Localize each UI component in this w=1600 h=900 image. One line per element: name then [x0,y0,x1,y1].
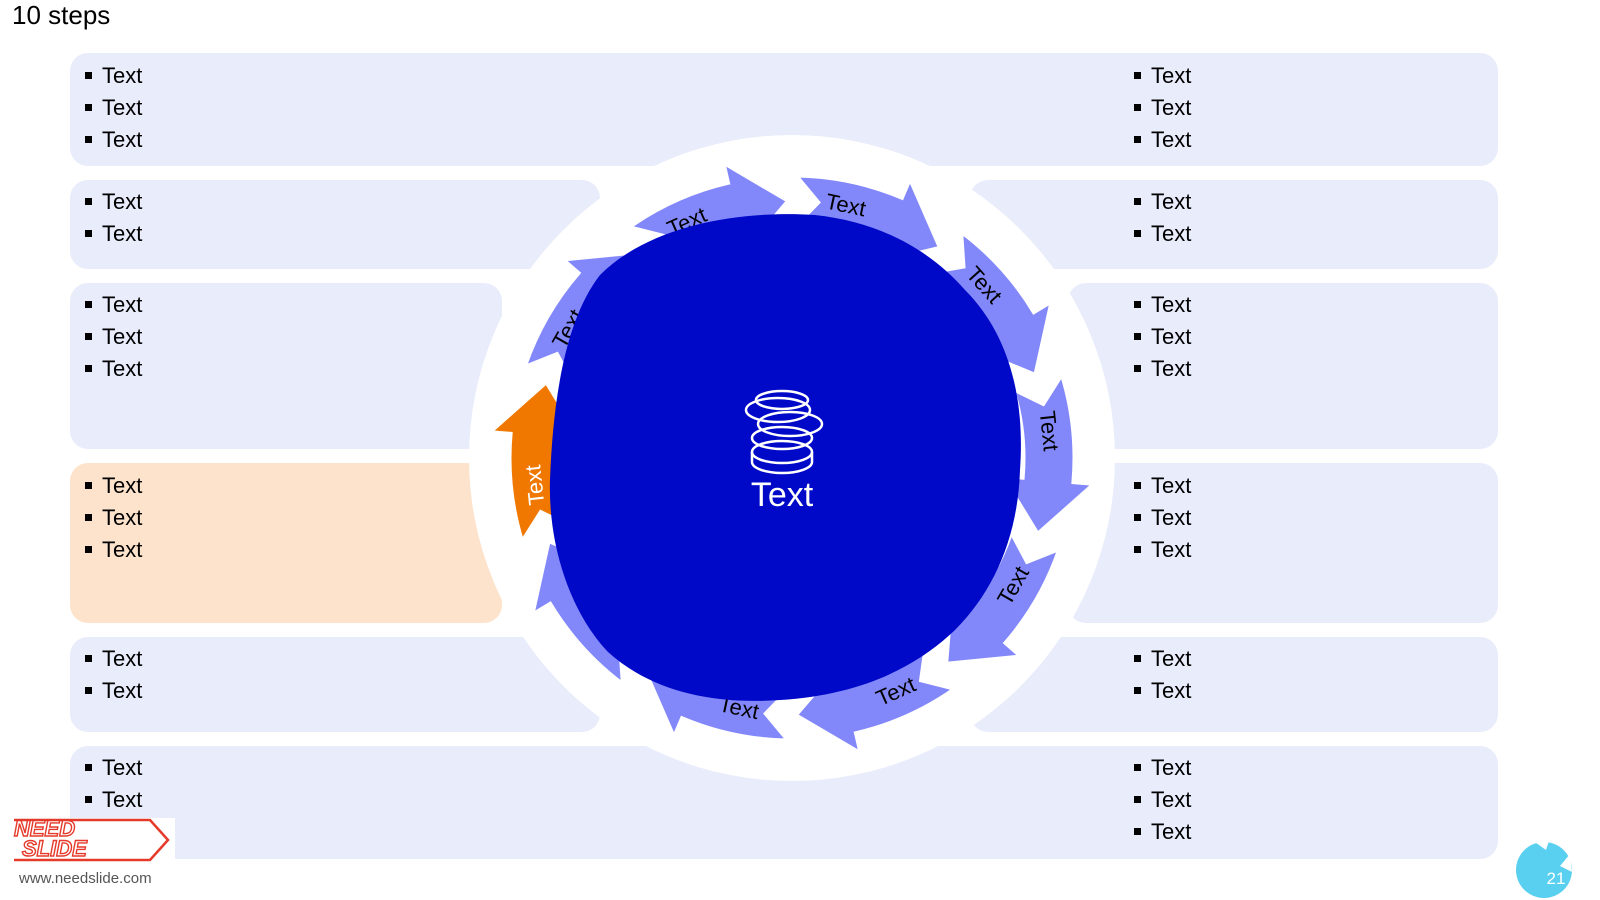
bullet-item: Text [82,186,142,218]
bullet-item: Text [82,289,142,321]
panel-right-5 [970,637,1498,732]
bullet-item: Text [1131,60,1191,92]
bullets-right-2: Text Text [1131,186,1191,250]
bullet-item: Text [1131,534,1191,566]
center-label: Text [751,476,814,514]
bullet-item: Text [1131,643,1191,675]
bullet-item: Text [1131,816,1191,848]
bullet-item: Text [82,353,142,385]
bullet-item: Text [1131,470,1191,502]
bullet-item: Text [82,534,142,566]
bullet-item: Text [82,124,142,156]
bullet-item: Text [82,502,142,534]
bullet-item: Text [1131,289,1191,321]
bullets-right-3: Text Text Text [1131,289,1191,385]
bullets-left-3: Text Text Text [82,289,142,385]
bullet-item: Text [82,784,142,816]
bullet-item: Text [1131,784,1191,816]
coins-stack-icon [744,389,824,475]
bullet-item: Text [1131,675,1191,707]
panel-left-4-highlighted [70,463,502,623]
bullet-item: Text [82,752,142,784]
bullet-item: Text [1131,92,1191,124]
slide-title: 10 steps [12,0,111,30]
bullet-item: Text [82,643,142,675]
bullet-item: Text [1131,502,1191,534]
bullets-right-5: Text Text [1131,643,1191,707]
panel-left-1 [70,53,830,166]
bullets-right-6: Text Text Text [1131,752,1191,848]
bullet-item: Text [1131,321,1191,353]
bullet-item: Text [1131,353,1191,385]
center-blob [549,214,1021,701]
page-badge-icon [1516,838,1572,898]
bullet-item: Text [1131,124,1191,156]
bullet-item: Text [82,218,142,250]
bullets-left-1: Text Text Text [82,60,142,156]
bullets-left-5: Text Text [82,643,142,707]
bullet-item: Text [1131,186,1191,218]
bullet-item: Text [82,470,142,502]
bullets-left-6: Text Text [82,752,142,816]
website-url: www.needslide.com [19,870,152,887]
panel-left-3 [70,283,502,449]
logo-mark: NEED SLIDE [13,815,170,862]
bullet-item: Text [1131,218,1191,250]
bullets-left-2: Text Text [82,186,142,250]
panel-left-2 [70,180,600,269]
bullets-left-4: Text Text Text [82,470,142,566]
bullet-item: Text [1131,752,1191,784]
panel-left-5 [70,637,600,732]
svg-text:NEED: NEED [14,818,75,841]
panel-right-4 [1068,463,1498,623]
bullets-right-1: Text Text Text [1131,60,1191,156]
bullet-item: Text [82,60,142,92]
panel-right-2 [970,180,1498,269]
bullet-item: Text [82,321,142,353]
page-number: 21 [1546,869,1566,888]
step-label: Text [520,464,549,507]
needslide-logo: NEED SLIDE [0,815,175,900]
svg-text:SLIDE: SLIDE [22,836,88,861]
bullets-right-4: Text Text Text [1131,470,1191,566]
bullet-item: Text [82,92,142,124]
bullet-item: Text [82,675,142,707]
step-label: Text [1035,410,1064,453]
